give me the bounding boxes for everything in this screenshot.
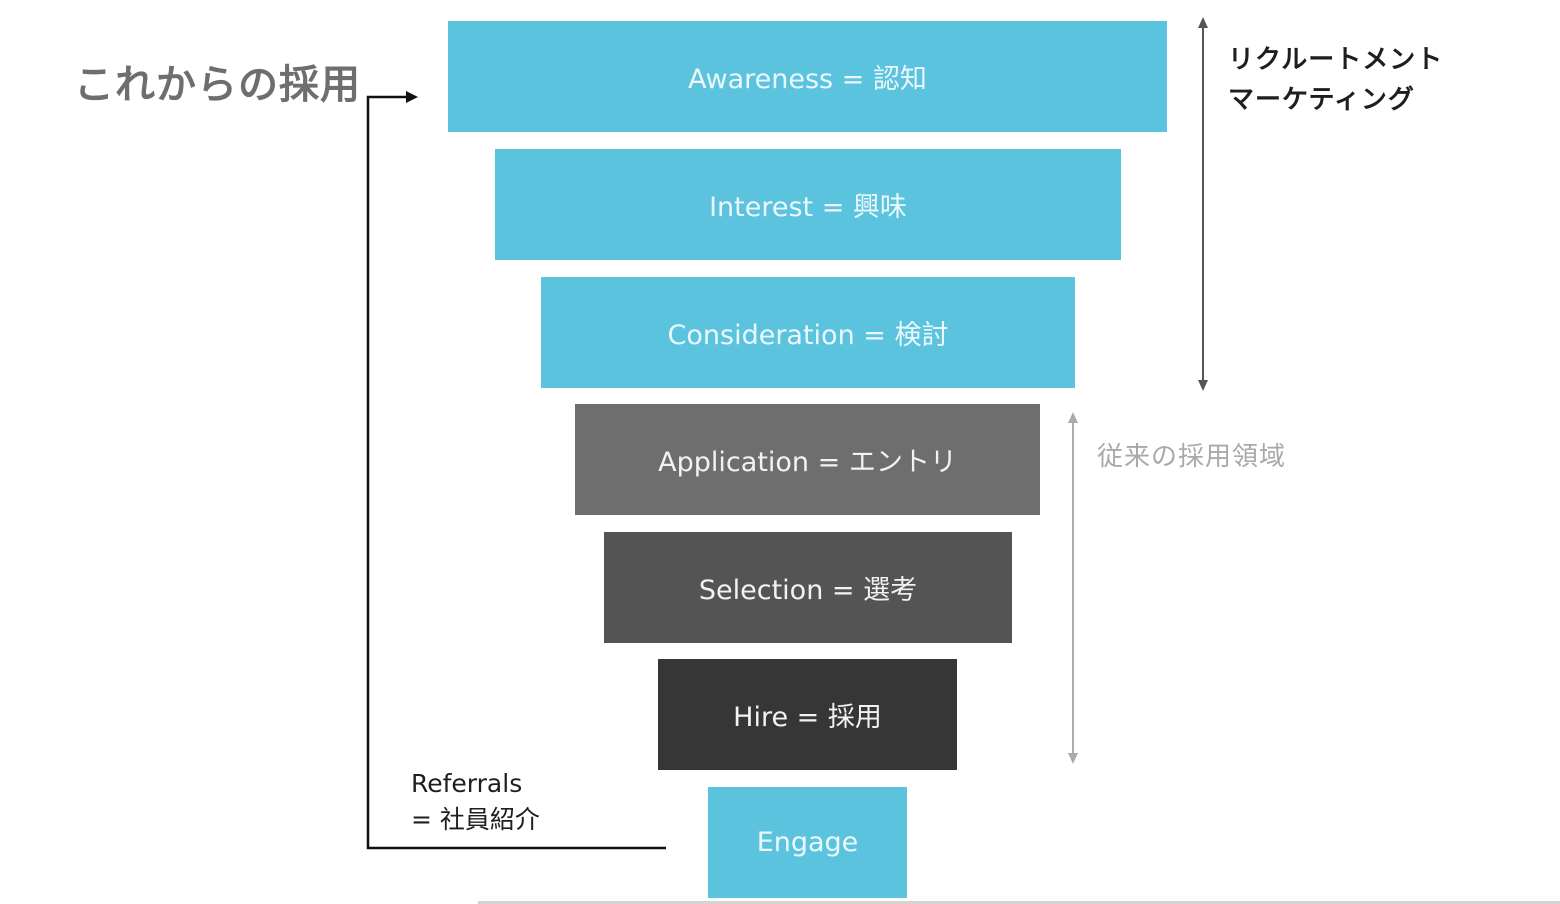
recruitment-marketing-range-arrow-icon — [1198, 17, 1208, 391]
recruitment-marketing-line2: マーケティング — [1228, 85, 1415, 115]
funnel-stage-application: Application = エントリ — [575, 404, 1040, 515]
funnel-stage-hire: Hire = 採用 — [658, 659, 957, 770]
referrals-label: Referrals = 社員紹介 — [411, 766, 540, 838]
recruitment-marketing-label: リクルートメント マーケティング — [1228, 40, 1443, 120]
funnel-stage-selection: Selection = 選考 — [604, 532, 1012, 643]
funnel-stage-consideration: Consideration = 検討 — [541, 277, 1075, 388]
recruitment-marketing-line1: リクルートメント — [1228, 45, 1444, 75]
referral-loop-arrow-icon — [366, 91, 666, 850]
traditional-area-range-arrow-icon — [1068, 412, 1078, 764]
divider — [478, 901, 1560, 904]
referrals-line1: Referrals — [411, 769, 523, 798]
funnel-stage-interest: Interest = 興味 — [495, 149, 1121, 260]
traditional-area-label: 従来の採用領域 — [1097, 442, 1287, 472]
funnel-stage-engage: Engage — [708, 787, 907, 898]
page-title: これからの採用 — [74, 62, 361, 108]
referrals-line2: = 社員紹介 — [411, 805, 540, 834]
funnel-stage-awareness: Awareness = 認知 — [448, 21, 1167, 132]
